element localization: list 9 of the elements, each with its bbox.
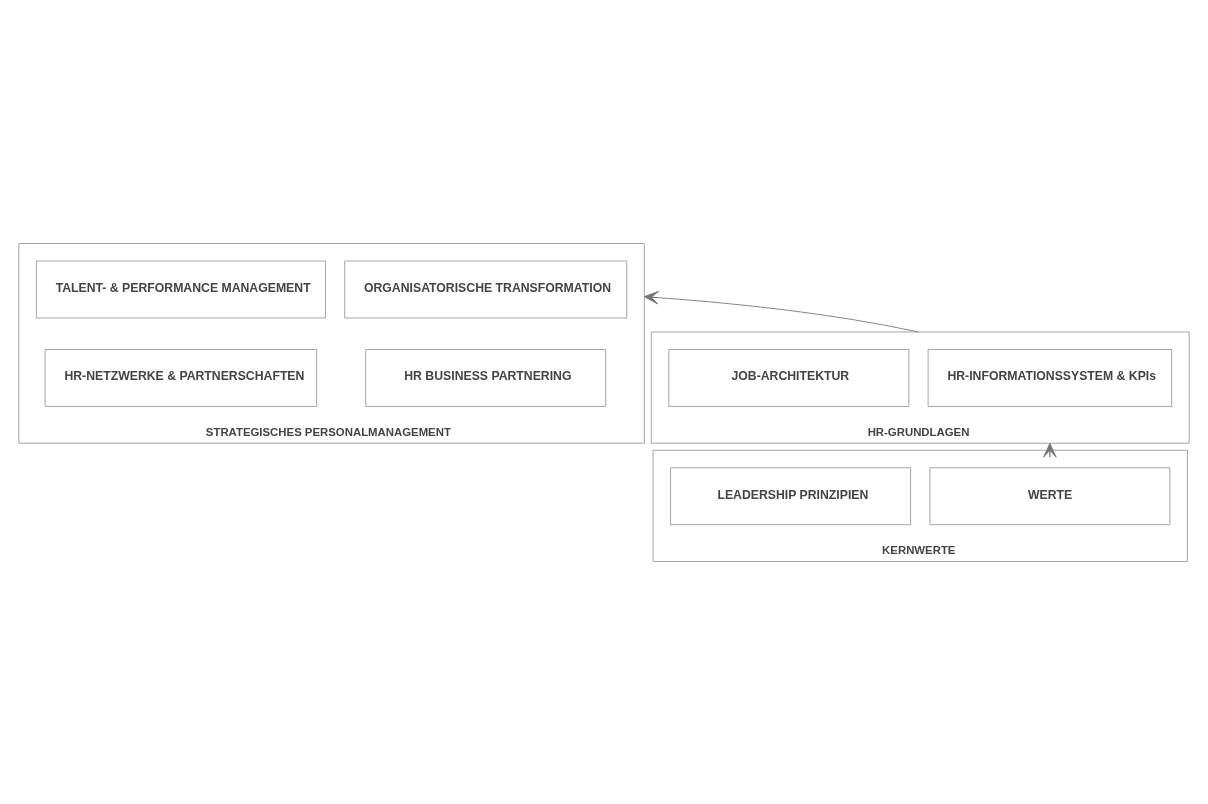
node-box: JOB-ARCHITEKTUR (668, 348, 910, 407)
node-box: WERTE (929, 466, 1171, 525)
node-box: LEADERSHIP PRINZIPIEN (670, 466, 912, 525)
node-box: ORGANISATORISCHE TRANSFORMATION (344, 260, 628, 318)
arrow (643, 290, 919, 332)
node-box: TALENT- & PERFORMANCE MANAGEMENT (35, 260, 326, 318)
node-box: HR-INFORMATIONSSYSTEM & KPIs (927, 348, 1173, 407)
node-box: HR-NETZWERKE & PARTNERSCHAFTEN (44, 348, 318, 407)
node-box: HR BUSINESS PARTNERING (365, 348, 607, 407)
